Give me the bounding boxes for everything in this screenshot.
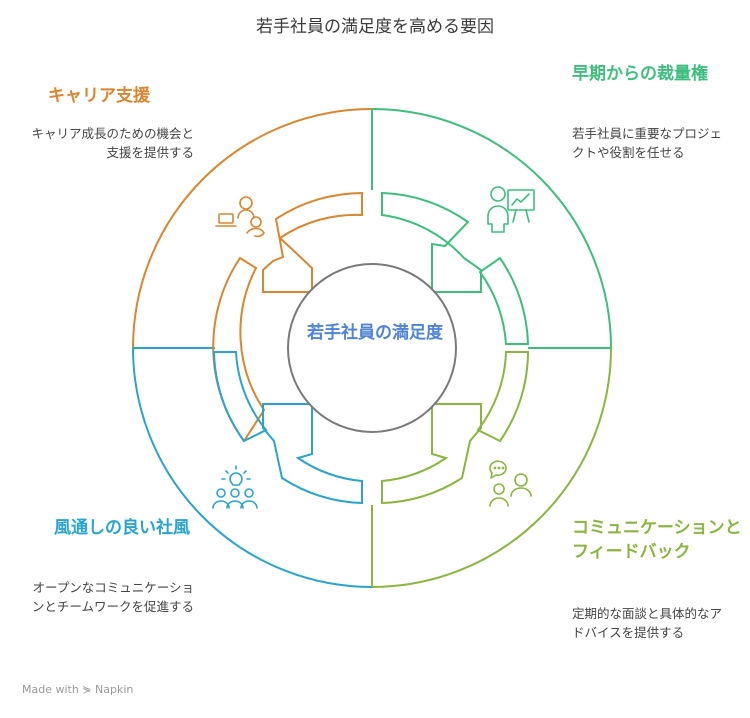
team-group-icon <box>212 465 258 509</box>
presenter-chart-icon <box>487 186 535 233</box>
outer-arc-communication <box>371 347 612 588</box>
people-support-icon <box>215 196 265 238</box>
career-heading: キャリア支援 <box>48 86 150 106</box>
arrow-career-left <box>212 256 266 443</box>
center-circle <box>287 263 457 433</box>
arrow-responsibility <box>381 191 482 293</box>
conversation-icon <box>489 460 532 507</box>
responsibility-heading: 早期からの裁量権 <box>572 64 708 84</box>
arrow-communication-bottom <box>381 403 482 505</box>
arrow-culture-bottom <box>262 403 363 505</box>
culture-description: オープンなコミュニケーションとチームワークを促進する <box>31 580 194 614</box>
communication-heading: コミュニケーションとフィードバック <box>572 518 742 562</box>
culture-heading: 風通しの良い社風 <box>54 518 190 538</box>
outer-arc-culture <box>132 347 373 588</box>
diagram-title: 若手社員の満足度を高める要因 <box>256 17 494 37</box>
responsibility-description: 若手社員に重要なプロジェクトや役割を任せる <box>572 126 723 160</box>
center-label: 若手社員の満足度 <box>307 323 443 343</box>
career-description: キャリア成長のための機会と支援を提供する <box>31 126 194 160</box>
napkin-watermark: Made with ⋟ Napkin <box>22 683 134 696</box>
outer-arc-responsibility <box>371 108 612 349</box>
outer-arc-career <box>132 108 373 349</box>
arrow-responsibility-right <box>478 256 530 345</box>
communication-description: 定期的な面談と具体的なアドバイスを提供する <box>572 606 723 640</box>
arrow-communication <box>476 351 530 443</box>
arrow-culture <box>212 351 268 443</box>
